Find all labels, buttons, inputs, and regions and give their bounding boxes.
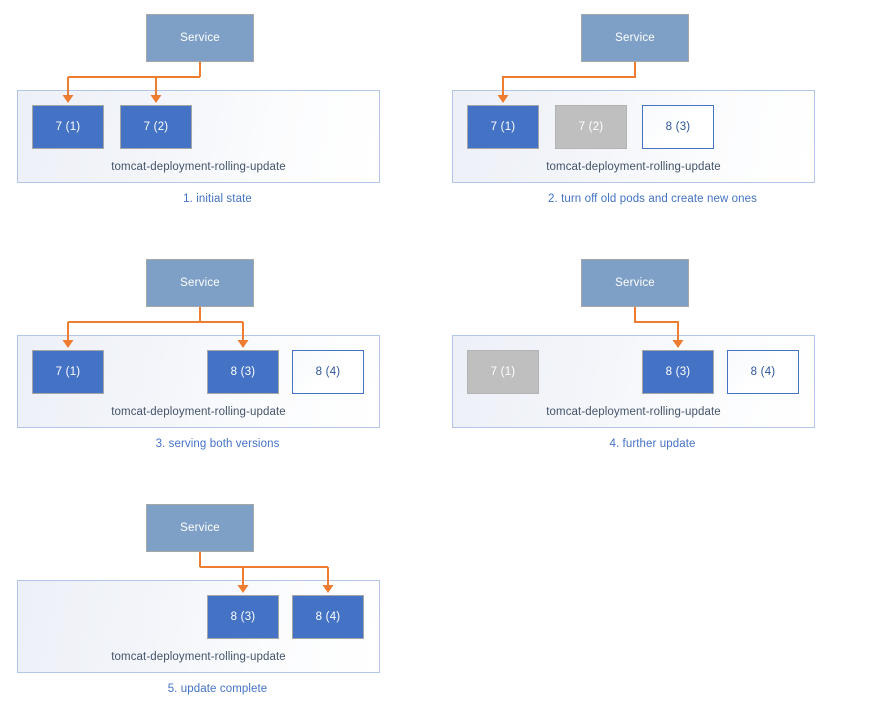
- panel-stage: tomcat-deployment-rolling-update 7 (1) 7 (…: [0, 0, 435, 230]
- pod-active[interactable]: 7 (1): [32, 350, 104, 394]
- diagram-panel-3: tomcat-deployment-rolling-update 7 (1) 8 (…: [0, 245, 435, 475]
- panel-caption: 5. update complete: [167, 683, 268, 695]
- service-box[interactable]: Service: [581, 259, 689, 307]
- pod-pending[interactable]: 8 (3): [642, 105, 714, 149]
- pod-pending[interactable]: 8 (4): [727, 350, 799, 394]
- service-box[interactable]: Service: [146, 259, 254, 307]
- panel-stage: tomcat-deployment-rolling-update 7 (1) 8 (…: [435, 245, 870, 475]
- panel-caption: 1. initial state: [183, 193, 252, 205]
- deployment-name-label: tomcat-deployment-rolling-update: [111, 161, 286, 173]
- diagram-panel-4: tomcat-deployment-rolling-update 7 (1) 8 (…: [435, 245, 870, 475]
- panel-stage: tomcat-deployment-rolling-update 7 (1) 7 (…: [435, 0, 870, 230]
- pod-terminating[interactable]: 7 (1): [467, 350, 539, 394]
- panel-stage: tomcat-deployment-rolling-update 8 (3) 8 (…: [0, 490, 435, 720]
- deployment-name-label: tomcat-deployment-rolling-update: [546, 161, 721, 173]
- pod-pending[interactable]: 8 (4): [292, 350, 364, 394]
- panel-stage: tomcat-deployment-rolling-update 7 (1) 8 (…: [0, 245, 435, 475]
- pod-active[interactable]: 8 (3): [207, 350, 279, 394]
- diagram-panel-5: tomcat-deployment-rolling-update 8 (3) 8 (…: [0, 490, 435, 720]
- diagram-panel-1: tomcat-deployment-rolling-update 7 (1) 7 (…: [0, 0, 435, 230]
- panel-caption: 4. further update: [609, 438, 696, 450]
- pod-active[interactable]: 8 (3): [642, 350, 714, 394]
- pod-active[interactable]: 7 (1): [32, 105, 104, 149]
- pod-active[interactable]: 7 (1): [467, 105, 539, 149]
- pod-active[interactable]: 7 (2): [120, 105, 192, 149]
- pod-active[interactable]: 8 (3): [207, 595, 279, 639]
- deployment-name-label: tomcat-deployment-rolling-update: [111, 406, 286, 418]
- service-box[interactable]: Service: [146, 14, 254, 62]
- pod-active[interactable]: 8 (4): [292, 595, 364, 639]
- deployment-name-label: tomcat-deployment-rolling-update: [111, 651, 286, 663]
- service-box[interactable]: Service: [581, 14, 689, 62]
- service-box[interactable]: Service: [146, 504, 254, 552]
- diagram-panel-2: tomcat-deployment-rolling-update 7 (1) 7 (…: [435, 0, 870, 230]
- panel-caption: 3. serving both versions: [155, 438, 280, 450]
- deployment-name-label: tomcat-deployment-rolling-update: [546, 406, 721, 418]
- panel-caption: 2. turn off old pods and create new ones: [547, 193, 757, 205]
- pod-terminating[interactable]: 7 (2): [555, 105, 627, 149]
